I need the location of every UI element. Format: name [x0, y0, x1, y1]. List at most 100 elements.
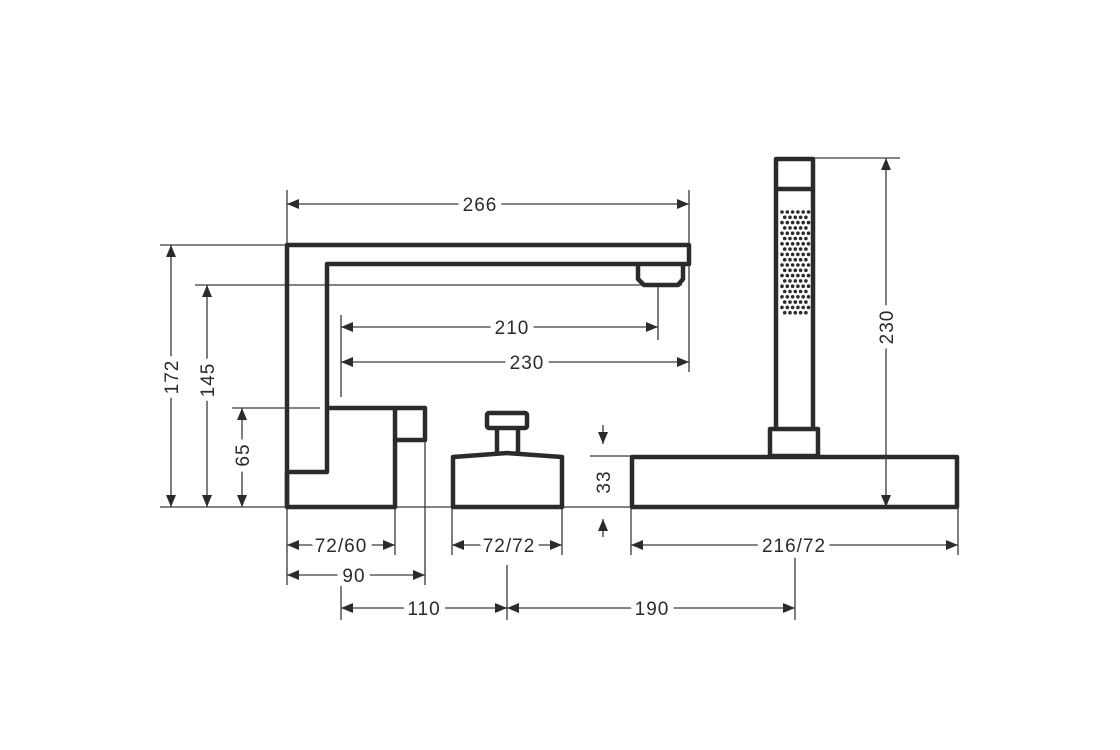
- spray-dot: [804, 310, 808, 315]
- spray-dot: [798, 310, 803, 315]
- hand-shower: [629, 156, 960, 510]
- spray-dot: [780, 231, 784, 235]
- spray-dot: [796, 242, 800, 246]
- spray-dot: [798, 300, 803, 304]
- spray-dot: [796, 273, 800, 278]
- spray-dot: [785, 210, 790, 214]
- dim-230-spout: 230: [510, 353, 545, 374]
- spray-dot: [793, 236, 798, 241]
- spray-dot: [798, 247, 803, 251]
- spray-dot: [804, 279, 808, 283]
- spray-dot: [785, 220, 790, 225]
- spray-dot: [780, 295, 784, 299]
- spray-dot: [780, 242, 784, 246]
- spout-mixer: [284, 242, 692, 510]
- spray-dot: [806, 295, 811, 299]
- spray-dot: [793, 279, 798, 283]
- spray-dot: [780, 252, 784, 257]
- spray-dot: [782, 257, 787, 262]
- spray-dot: [793, 310, 798, 315]
- spray-dot: [782, 268, 787, 273]
- spray-dot: [806, 284, 811, 289]
- spray-dot: [785, 295, 790, 299]
- extension-lines: [160, 157, 959, 620]
- dim-33: 33: [594, 470, 615, 493]
- spray-dot: [785, 231, 790, 235]
- spray-dot: [793, 300, 798, 304]
- spray-dot: [785, 252, 790, 257]
- spray-dot: [801, 273, 805, 278]
- spray-dot: [806, 273, 811, 278]
- spray-dot: [788, 268, 792, 273]
- spray-dot: [801, 284, 805, 289]
- spray-dot: [782, 236, 787, 241]
- dim-110: 110: [407, 599, 440, 620]
- dim-145: 145: [198, 363, 219, 398]
- spray-dot: [782, 247, 787, 251]
- dim-65: 65: [233, 443, 254, 466]
- spray-dot: [785, 263, 790, 267]
- spray-dot: [806, 242, 811, 246]
- spray-dot: [782, 289, 787, 294]
- spray-dot: [796, 305, 800, 310]
- spray-dot: [790, 231, 795, 235]
- spray-dot: [804, 300, 808, 304]
- spray-dot: [796, 263, 800, 267]
- spray-dot: [782, 226, 787, 230]
- spray-dot: [804, 226, 808, 230]
- diverter: [450, 410, 565, 510]
- spray-dot: [785, 305, 790, 310]
- spray-dot: [782, 215, 787, 220]
- spray-dot: [798, 289, 803, 294]
- spray-dot: [798, 257, 803, 262]
- dim-72-72: 72/72: [483, 536, 536, 557]
- spray-dot: [796, 252, 800, 257]
- spray-dot: [788, 300, 792, 304]
- spray-dot: [790, 242, 795, 246]
- spray-dot: [782, 279, 787, 283]
- spray-dot: [806, 305, 811, 310]
- spray-dot: [793, 289, 798, 294]
- spray-dot: [801, 263, 805, 267]
- spray-dot: [788, 236, 792, 241]
- spray-dot: [804, 247, 808, 251]
- spray-dot: [806, 231, 811, 235]
- spray-dot: [801, 252, 805, 257]
- spray-dot: [804, 215, 808, 220]
- spray-dot: [801, 305, 805, 310]
- spray-dot: [801, 220, 805, 225]
- spray-dot: [790, 305, 795, 310]
- spray-dot: [806, 252, 811, 257]
- spray-dot: [798, 279, 803, 283]
- spray-dot: [793, 226, 798, 230]
- spray-dot: [780, 220, 784, 225]
- spray-dot: [798, 226, 803, 230]
- spray-dot: [790, 284, 795, 289]
- spray-dot: [804, 289, 808, 294]
- spray-dot: [798, 268, 803, 273]
- spray-dot: [785, 273, 790, 278]
- spray-dot: [790, 273, 795, 278]
- spray-dot: [785, 284, 790, 289]
- shower-spray-dots: [780, 210, 811, 315]
- spray-dot: [788, 279, 792, 283]
- spray-dot: [790, 252, 795, 257]
- spray-dot: [793, 247, 798, 251]
- spray-dot: [788, 257, 792, 262]
- spray-dot: [798, 236, 803, 241]
- spray-dot: [796, 284, 800, 289]
- spray-dot: [780, 284, 784, 289]
- spray-dot: [785, 242, 790, 246]
- spray-dot: [798, 215, 803, 220]
- spray-dot: [790, 210, 795, 214]
- spray-dot: [793, 268, 798, 273]
- spray-dot: [790, 220, 795, 225]
- spray-dot: [796, 210, 800, 214]
- dim-210: 210: [495, 318, 530, 339]
- spray-dot: [796, 220, 800, 225]
- spray-dot: [790, 263, 795, 267]
- spray-dot: [788, 289, 792, 294]
- spray-dot: [804, 268, 808, 273]
- spray-dot: [782, 300, 787, 304]
